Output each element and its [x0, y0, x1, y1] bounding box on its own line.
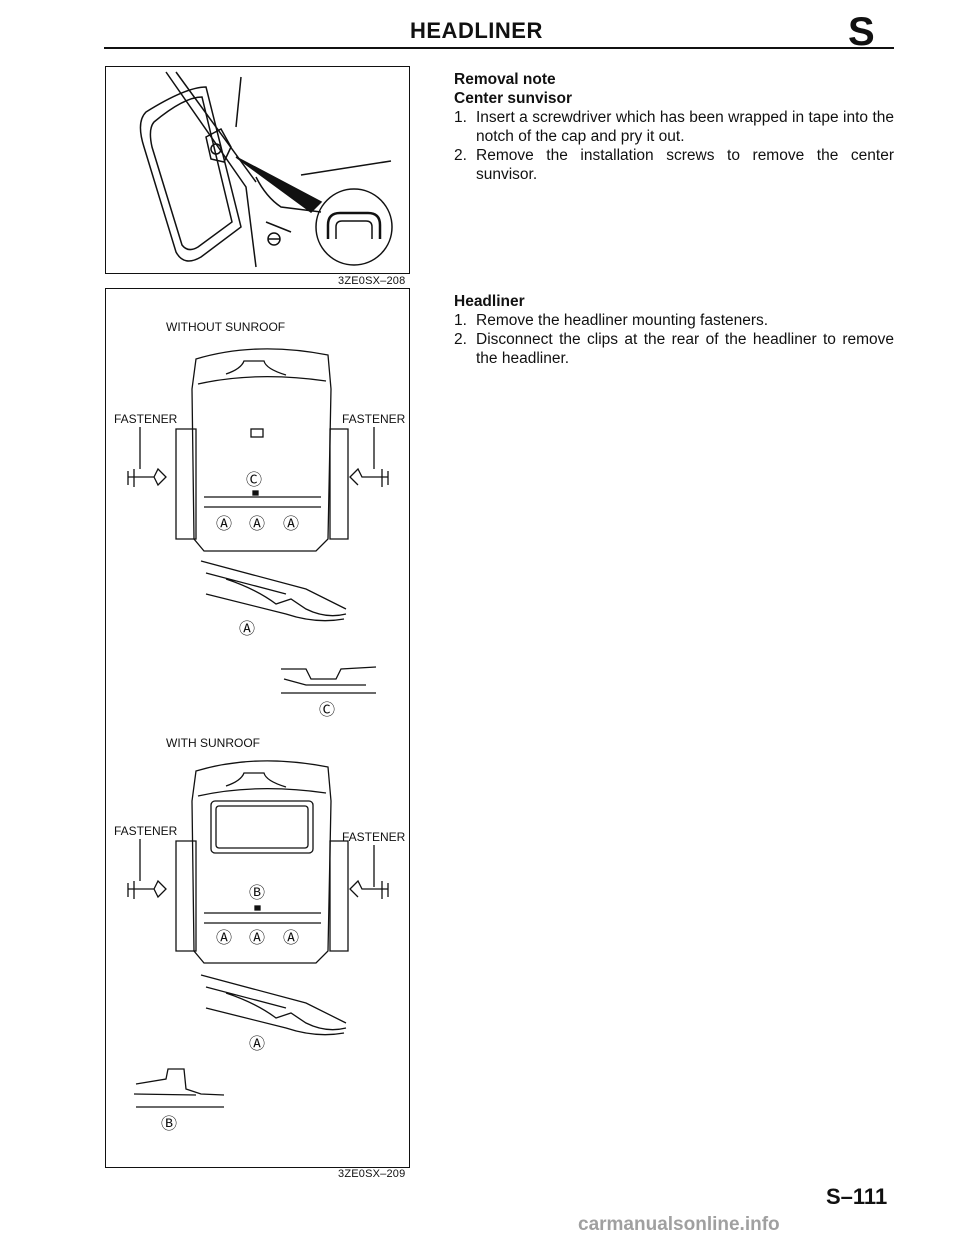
callout-a-1: Ⓐ: [216, 515, 232, 533]
headliner-illustration: WITHOUT SUNROOF FASTENER FASTENER Ⓒ Ⓐ Ⓐ …: [105, 288, 410, 1168]
fastener-clip-right-top: [349, 467, 389, 487]
callout-a-4: Ⓐ: [216, 929, 232, 947]
clip-c-detail: [281, 666, 377, 694]
callout-b-detail: Ⓑ: [161, 1115, 177, 1133]
fastener-label-right-bottom: FASTENER: [342, 830, 406, 844]
callout-c-detail: Ⓒ: [319, 701, 335, 719]
fastener-label-left-bottom: FASTENER: [114, 824, 178, 838]
list-item: 1.Remove the headliner mounting fastener…: [454, 312, 769, 329]
callout-a-detail: Ⓐ: [239, 620, 255, 638]
headliner-section: Headliner 1.Remove the headliner mountin…: [454, 292, 894, 368]
callout-a-detail-bottom: Ⓐ: [249, 1035, 265, 1053]
clip-a-detail-bottom: [200, 974, 347, 1031]
fastener-label-left-top: FASTENER: [114, 412, 178, 426]
watermark: carmanualsonline.info: [578, 1214, 780, 1235]
callout-a-2: Ⓐ: [249, 515, 265, 533]
sunvisor-illustration: [105, 66, 410, 274]
section-heading: Headliner: [454, 293, 525, 310]
section-subheading: Center sunvisor: [454, 90, 573, 107]
list-item: 2.Disconnect the clips at the rear of th…: [454, 331, 894, 367]
clip-a-detail: [200, 560, 347, 617]
list-item: 2.Remove the installation screws to remo…: [454, 147, 894, 183]
callout-c-headliner: Ⓒ: [246, 471, 262, 489]
without-sunroof-label: WITHOUT SUNROOF: [166, 320, 285, 334]
figure-code: 3ZE0SX–209: [338, 1168, 406, 1180]
callout-a-5: Ⓐ: [249, 929, 265, 947]
figure-code: 3ZE0SX–208: [338, 275, 406, 287]
with-sunroof-label: WITH SUNROOF: [166, 736, 260, 750]
callout-a-6: Ⓐ: [283, 929, 299, 947]
section-heading: Removal note: [454, 71, 556, 88]
fastener-label-right-top: FASTENER: [342, 412, 406, 426]
step-list: 1.Insert a screwdriver which has been wr…: [454, 108, 894, 184]
removal-note-section: Removal note Center sunvisor 1.Insert a …: [454, 70, 894, 184]
fastener-clip-right-bottom: [349, 879, 389, 899]
page-title: HEADLINER: [410, 18, 543, 43]
list-item: 1.Insert a screwdriver which has been wr…: [454, 109, 894, 145]
step-list: 1.Remove the headliner mounting fastener…: [454, 311, 894, 368]
header-rule: [104, 47, 894, 49]
callout-a-3: Ⓐ: [283, 515, 299, 533]
page-number: S–111: [826, 1184, 888, 1209]
callout-b-headliner: Ⓑ: [249, 884, 265, 902]
fastener-clip-left-top: [127, 467, 167, 487]
section-letter: S: [848, 10, 875, 54]
clip-b-detail: [133, 1068, 225, 1108]
fastener-clip-left-bottom: [127, 879, 167, 899]
